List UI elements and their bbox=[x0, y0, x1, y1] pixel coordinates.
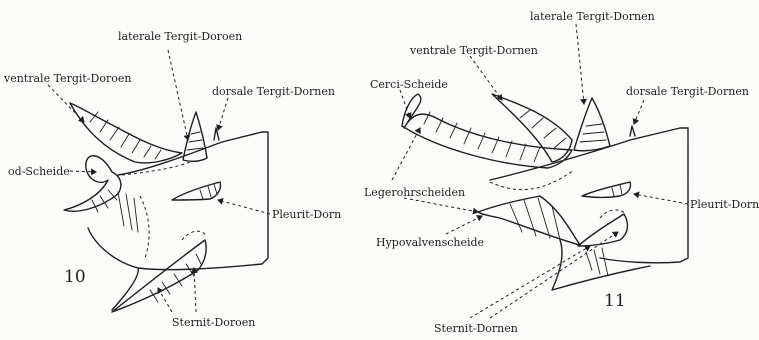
figure-11: laterale Tergit-Dornen ventrale Tergit-D… bbox=[364, 10, 759, 335]
fig11-label-cerci: Cerci-Scheide bbox=[370, 78, 448, 91]
fig11-cerci-hatching bbox=[424, 112, 540, 162]
fig10-pointer-dorsale bbox=[218, 98, 228, 130]
fig11-cerci-spine bbox=[402, 94, 572, 168]
fig10-label-dorsale: dorsale Tergit-Dornen bbox=[212, 85, 335, 98]
fig10-sternit-spine bbox=[112, 240, 206, 312]
fig11-lateral-hatching bbox=[580, 124, 606, 142]
fig11-pointer-hypovalven bbox=[446, 216, 482, 234]
fig11-label-pleurit: Pleurit-Dorn bbox=[690, 198, 759, 211]
fig10-pointer-pleurit bbox=[218, 200, 270, 214]
figure-10: laterale Tergit-Doroen ventrale Tergit-D… bbox=[3, 30, 341, 329]
fig10-pointer-ventrale bbox=[48, 85, 84, 122]
fig10-number: 10 bbox=[64, 267, 86, 287]
fig11-sternit-hatching bbox=[586, 248, 608, 276]
fig11-lateral-spine bbox=[574, 98, 610, 151]
fig10-pointer-sternit-b bbox=[194, 268, 196, 312]
fig11-inner-dash bbox=[490, 170, 574, 190]
fig10-dorsal-spine bbox=[214, 128, 219, 140]
fig11-body-outline bbox=[490, 128, 688, 263]
fig11-label-laterale: laterale Tergit-Dornen bbox=[530, 10, 655, 23]
fig10-label-od-scheide: od-Scheide bbox=[8, 165, 70, 178]
fig10-sternit-hatching bbox=[150, 254, 201, 302]
fig10-label-laterale: laterale Tergit-Doroen bbox=[118, 30, 242, 43]
fig11-number: 11 bbox=[604, 291, 626, 311]
fig11-label-sternit: Sternit-Dornen bbox=[434, 322, 518, 335]
fig11-legerohr bbox=[478, 196, 580, 245]
fig10-label-pleurit: Pleurit-Dorn bbox=[272, 208, 341, 221]
fig10-inner-dash bbox=[140, 196, 149, 258]
fig11-dorsal-spine bbox=[630, 126, 635, 136]
fig11-legerohr-hatching bbox=[510, 198, 560, 240]
fig11-label-dorsale: dorsale Tergit-Dornen bbox=[626, 85, 749, 98]
fig10-lateral-spine bbox=[183, 112, 207, 161]
fig11-lower-body bbox=[552, 240, 650, 290]
fig11-pointer-sternit-a bbox=[470, 246, 590, 318]
fig11-pointer-ventrale bbox=[470, 56, 502, 100]
fig11-pointer-pleurit bbox=[634, 194, 688, 204]
fig11-pointer-laterale bbox=[576, 24, 584, 104]
fig11-label-hypovalven: Hypovalvenscheide bbox=[376, 236, 484, 249]
fig11-sternit-dash bbox=[600, 210, 626, 218]
fig10-label-sternit: Sternit-Doroen bbox=[172, 316, 255, 329]
fig11-sternit-spine bbox=[578, 214, 627, 246]
fig11-pointer-dorsale bbox=[634, 100, 644, 124]
fig11-pleurit-spine bbox=[582, 182, 631, 198]
fig11-pointer-legerohr-b bbox=[404, 198, 478, 212]
fig11-label-legeroehren: Legerohrscheiden bbox=[364, 186, 465, 199]
fig10-pleurit-spine bbox=[172, 182, 221, 200]
fig11-label-ventrale: ventrale Tergit-Dornen bbox=[409, 44, 538, 57]
fig10-pointer-od bbox=[70, 171, 96, 172]
fig10-sternit-dash bbox=[182, 231, 206, 240]
fig10-label-ventrale: ventrale Tergit-Doroen bbox=[3, 72, 131, 85]
fig10-inner-dash-2 bbox=[122, 162, 190, 175]
fig10-pointer-laterale bbox=[168, 50, 188, 140]
fig10-ventral-spine bbox=[70, 103, 182, 163]
fig11-pointer-legerohr-a bbox=[392, 128, 420, 180]
fig10-od-scheide bbox=[64, 156, 121, 211]
